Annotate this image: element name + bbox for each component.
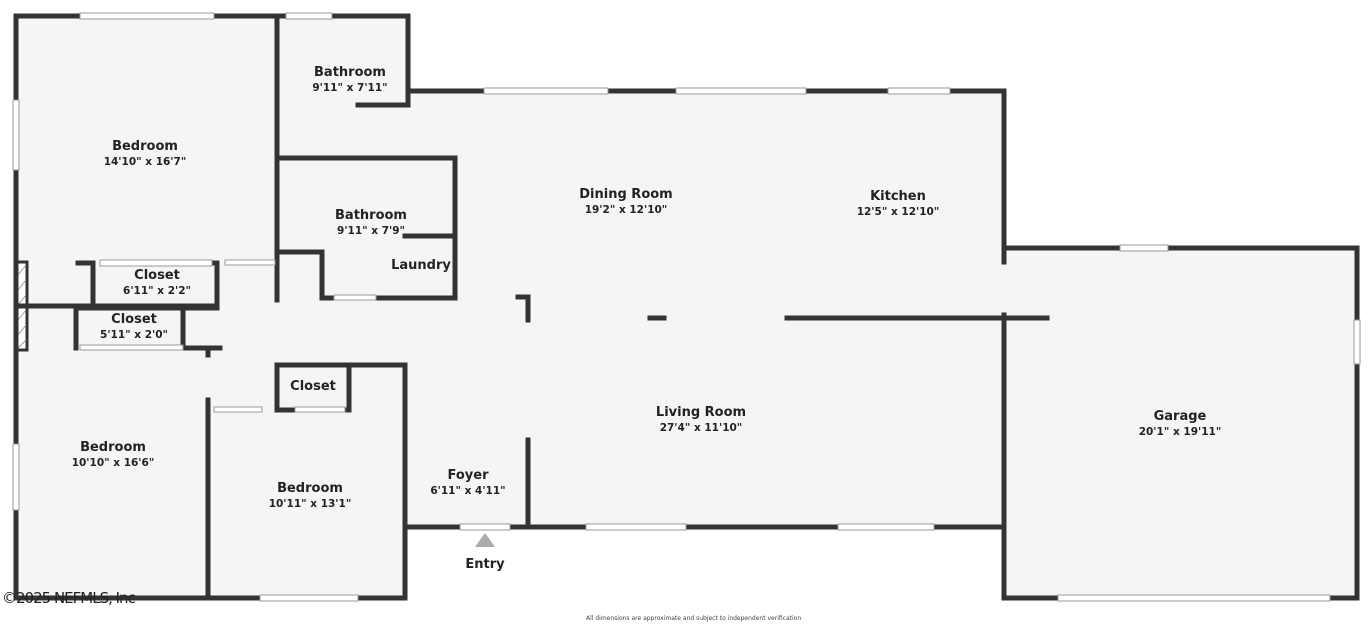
room-name: Closet bbox=[111, 312, 157, 327]
room-closet-1: Closet 6'11" x 2'2" bbox=[123, 268, 191, 297]
room-name: Dining Room bbox=[579, 187, 673, 202]
windows bbox=[12, 12, 1361, 602]
room-dims: 12'5" x 12'10" bbox=[856, 206, 940, 218]
room-name: Foyer bbox=[447, 468, 489, 483]
room-name: Living Room bbox=[655, 405, 747, 420]
room-dims: 20'1" x 19'11" bbox=[1138, 426, 1222, 438]
room-name: Bathroom bbox=[314, 65, 386, 80]
room-dims: 10'11" x 13'1" bbox=[268, 498, 352, 510]
room-dims: 9'11" x 7'9" bbox=[337, 225, 405, 237]
room-dims: 14'10" x 16'7" bbox=[103, 156, 187, 168]
room-closet-2: Closet 5'11" x 2'0" bbox=[100, 312, 168, 341]
room-name: Bathroom bbox=[335, 208, 407, 223]
room-dims: 6'11" x 2'2" bbox=[123, 285, 191, 297]
room-dims: 6'11" x 4'11" bbox=[430, 485, 506, 497]
room-bathroom-1: Bathroom 9'11" x 7'11" bbox=[312, 65, 387, 94]
room-dims: 5'11" x 2'0" bbox=[100, 329, 168, 341]
room-dims: 27'4" x 11'10" bbox=[659, 422, 743, 434]
room-garage: Garage 20'1" x 19'11" bbox=[1139, 409, 1222, 438]
room-living: Living Room 27'4" x 11'10" bbox=[656, 405, 746, 434]
entry-text: Entry bbox=[465, 557, 505, 572]
room-foyer: Foyer 6'11" x 4'11" bbox=[430, 468, 505, 497]
room-name: Closet bbox=[134, 268, 180, 283]
floor-areas bbox=[16, 16, 1357, 598]
room-name: Bedroom bbox=[80, 440, 146, 455]
room-name: Garage bbox=[1153, 409, 1207, 424]
entry-arrow-icon bbox=[475, 533, 495, 547]
room-closet-3: Closet bbox=[290, 379, 336, 394]
room-name: Laundry bbox=[391, 258, 451, 273]
copyright: ©2025 NEFMLS, Inc bbox=[2, 589, 136, 607]
room-name: Bedroom bbox=[112, 139, 178, 154]
room-name: Closet bbox=[290, 379, 336, 394]
room-bathroom-2: Bathroom 9'11" x 7'9" bbox=[335, 208, 407, 237]
entry-label: Entry bbox=[465, 557, 504, 572]
room-bedroom-3: Bedroom 10'11" x 13'1" bbox=[269, 481, 352, 510]
room-bedroom-2: Bedroom 10'10" x 16'6" bbox=[72, 440, 155, 469]
room-bedroom-1: Bedroom 14'10" x 16'7" bbox=[104, 139, 187, 168]
disclaimer: All dimensions are approximate and subje… bbox=[586, 615, 802, 622]
room-kitchen: Kitchen 12'5" x 12'10" bbox=[857, 189, 940, 218]
room-name: Bedroom bbox=[277, 481, 343, 496]
room-laundry: Laundry bbox=[391, 258, 451, 273]
room-dims: 10'10" x 16'6" bbox=[71, 457, 155, 469]
room-dining: Dining Room 19'2" x 12'10" bbox=[579, 187, 672, 216]
room-name: Kitchen bbox=[870, 189, 926, 204]
room-dims: 9'11" x 7'11" bbox=[312, 82, 388, 94]
room-dims: 19'2" x 12'10" bbox=[584, 204, 668, 216]
